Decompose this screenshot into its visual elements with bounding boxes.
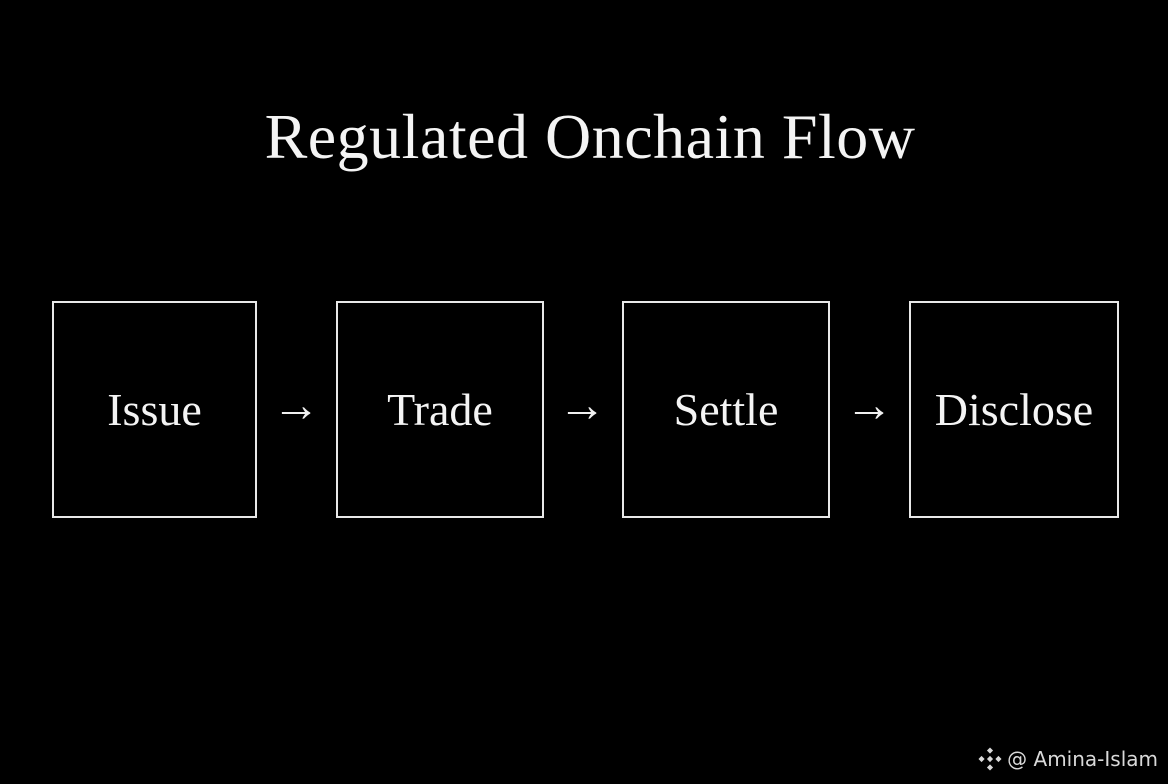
step-disclose-box: Disclose [909, 301, 1119, 518]
diagram-title: Regulated Onchain Flow [264, 101, 916, 172]
step-issue-box: Issue [52, 301, 257, 518]
step-settle-label: Settle [673, 384, 779, 435]
step-settle-box: Settle [622, 301, 830, 518]
step-issue-label: Issue [107, 384, 202, 435]
arrow-settle-to-disclose: → [845, 379, 893, 432]
step-disclose-label: Disclose [934, 384, 1094, 435]
watermark-text: @ Amina-Islam [1007, 747, 1158, 771]
step-trade-box: Trade [336, 301, 544, 518]
binance-logo-icon [978, 747, 1002, 771]
step-trade-label: Trade [387, 384, 493, 435]
arrow-trade-to-settle: → [558, 379, 606, 432]
arrow-issue-to-trade: → [272, 379, 320, 432]
watermark: @ Amina-Islam [977, 746, 1158, 772]
